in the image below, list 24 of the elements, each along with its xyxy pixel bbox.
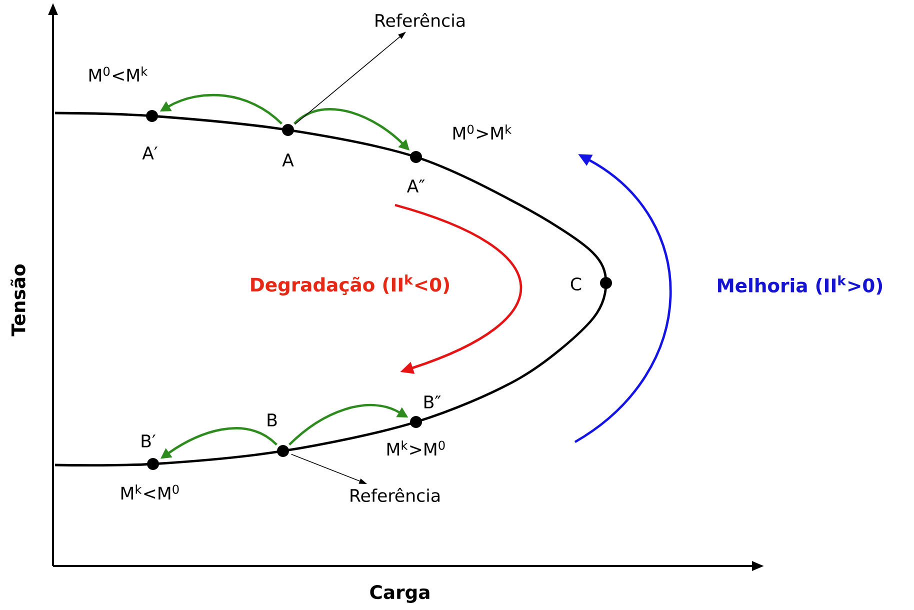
reference-label: Referência [350, 488, 440, 502]
point [410, 151, 422, 163]
point-label: A″ [406, 180, 425, 192]
point-label: A′ [142, 146, 158, 160]
point-label: B′ [142, 434, 156, 448]
direction-label: Melhoria (II$^{k}$>0) [718, 275, 882, 295]
axis-label: Carga [370, 585, 430, 603]
point [277, 445, 289, 457]
direction-label: Degradação (II$^{k}$<0) [251, 274, 449, 296]
relation-label: M$^{k}$<M$^{0}$ [121, 484, 179, 500]
point [146, 110, 158, 122]
relation-label: M$^{0}$<M$^{k}$ [89, 66, 148, 82]
point-label: A [282, 154, 294, 166]
reference-label: Referência [376, 12, 464, 28]
point [410, 416, 422, 428]
point-label: B [268, 414, 277, 426]
relation-label: M$^{0}$>M$^{k}$ [453, 124, 512, 140]
point-label: B″ [424, 396, 441, 408]
relation-label: M$^{k}$>M$^{0}$ [387, 440, 445, 456]
axis-label: Tensão [10, 264, 26, 336]
point [147, 458, 159, 470]
point [600, 277, 612, 289]
point [282, 124, 294, 136]
point-label: C [570, 277, 582, 291]
